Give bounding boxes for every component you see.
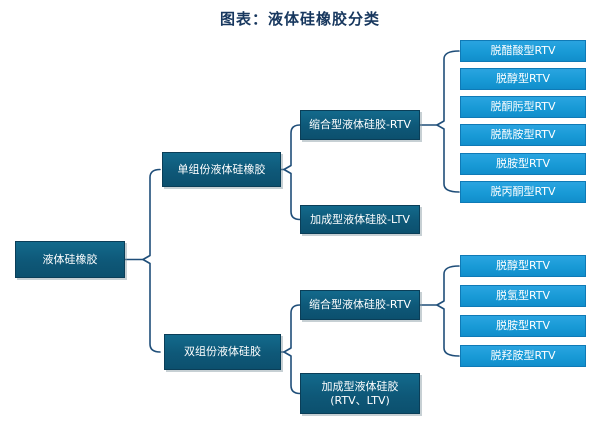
leaf-dealcohol-rtv-top: 脱醇型RTV [460,68,586,90]
brace-root-to-branches [124,168,161,353]
brace-condensation-top [419,50,460,193]
brace-dual-component [280,304,301,395]
node-dual-component: 双组份液体硅胶 [164,334,281,370]
node-addition-ltv: 加成型液体硅胶-LTV [300,205,420,234]
node-condensation-rtv-bottom: 缩合型液体硅胶-RTV [300,290,420,320]
leaf-deamide-rtv: 脱酰胺型RTV [460,124,586,146]
node-addition-rtv-ltv: 加成型液体硅胶(RTV、LTV) [300,373,420,414]
node-root-liquid-silicone-rubber: 液体硅橡胶 [15,241,125,278]
node-single-component: 单组份液体硅橡胶 [162,152,281,187]
leaf-deamine-rtv-bottom: 脱胺型RTV [460,315,586,337]
brace-condensation-bottom [419,265,460,357]
node-condensation-rtv-top: 缩合型液体硅胶-RTV [300,110,420,140]
leaf-deamine-rtv-top: 脱胺型RTV [460,153,586,175]
diagram-title: 图表：液体硅橡胶分类 [219,10,380,28]
leaf-deacetic-rtv: 脱醋酸型RTV [460,40,586,62]
leaf-dehydroxylamine-rtv: 脱羟胺型RTV [460,345,586,367]
leaf-deacetone-rtv: 脱丙酮型RTV [460,181,586,203]
leaf-dealcohol-rtv-bottom: 脱醇型RTV [460,255,586,277]
brace-single-component [280,124,301,221]
leaf-dehydrogen-rtv: 脱氢型RTV [460,285,586,307]
leaf-deketoxime-rtv: 脱酮肟型RTV [460,96,586,118]
